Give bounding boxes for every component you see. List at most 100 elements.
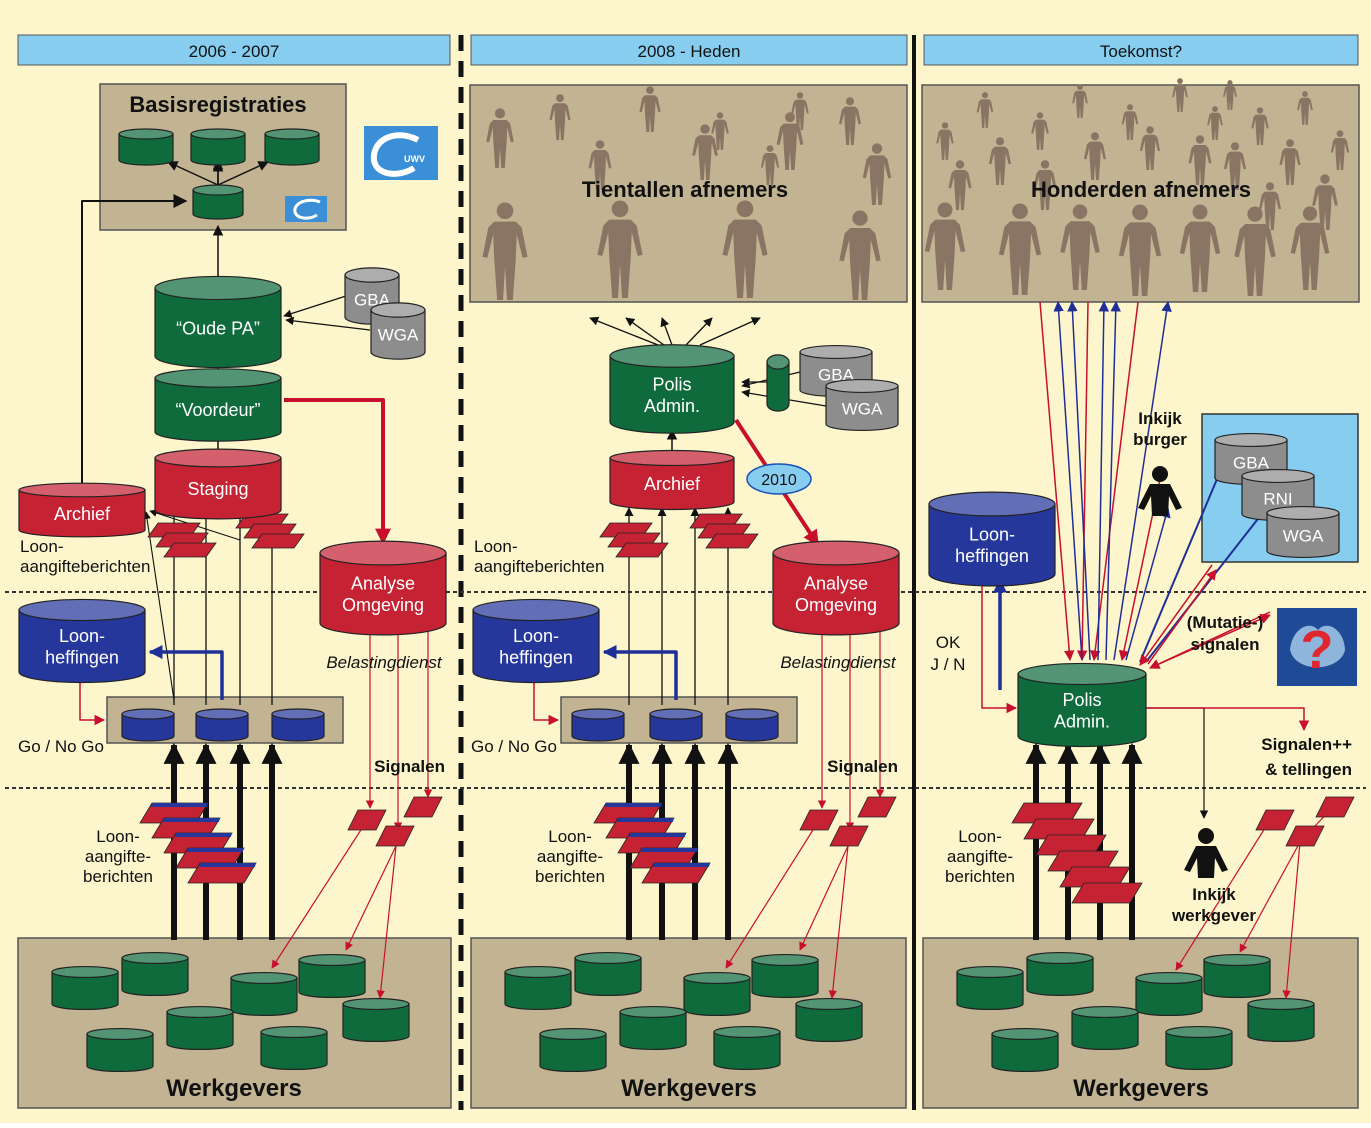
werkgever-db-2-5 [619, 1005, 687, 1051]
afnemer-col3-26-head [1265, 182, 1275, 191]
gba-db-3-label: GBA [1233, 453, 1270, 472]
archief-db-1-label: Archief [54, 504, 111, 524]
werkgever-db-2-7 [713, 1025, 781, 1071]
analyse-db-1-body [319, 552, 447, 636]
msg-top-1b-2 [251, 533, 305, 549]
afnemer-col2-0-head [494, 108, 506, 119]
archief-db-1-body [18, 489, 146, 538]
inkijk-werkgever-icon [1184, 828, 1228, 878]
werkgever-db-1-3-top [298, 953, 366, 967]
loonheffingen-db-2-top [472, 598, 600, 622]
afnemer-col2-13 [791, 92, 809, 130]
arrow-signal-emp-3c [1282, 841, 1301, 999]
voordeur-db: “Voordeur” [154, 368, 282, 442]
werkgever-db-2-6-body [539, 1033, 607, 1073]
loonheffingen-db-1-body [18, 609, 146, 684]
afnemer-col3-19-body [998, 221, 1042, 295]
afnemer-col3-8-head [1302, 91, 1308, 97]
afnemer-col3-3 [1072, 84, 1088, 118]
wga-db-2: WGA [825, 378, 899, 432]
afnemer-col2-4-body [776, 123, 804, 170]
analyse-db-1-label: Analyse [351, 574, 415, 594]
header-label-3: Toekomst? [1100, 42, 1182, 61]
mini-db-2-top [766, 354, 790, 370]
signal-msg-6 [1255, 809, 1295, 831]
afnemer-col3-27-body [1223, 86, 1237, 110]
logo-shield [1290, 625, 1345, 668]
werkgever-db-3-4-body [1247, 1003, 1315, 1043]
wga-db-3-label: WGA [1283, 526, 1324, 545]
werkgever-db-2-1-body [574, 957, 642, 997]
afnemer-col3-10 [948, 160, 972, 210]
wga-db-1-top [370, 302, 426, 318]
arrow-polis-to-werkgever-inkijk [1146, 707, 1209, 819]
oude-pa-db: “Oude PA” [154, 275, 282, 369]
afnemer-col3-2-body [1031, 119, 1049, 150]
arrow-signal-emp-2b [799, 845, 849, 951]
werkgever-db-2-1-top [574, 951, 642, 965]
afnemer-col2-4 [776, 112, 804, 170]
afnemer-col3-8 [1297, 91, 1313, 125]
werkgever-db-2-4 [795, 997, 863, 1043]
arrow-polis-to-rni-3 [1145, 505, 1269, 663]
werkgever-db-1-3-body [298, 959, 366, 999]
polis-db-2-label: Polis [652, 374, 691, 394]
gate-db-1b-top [195, 708, 249, 720]
voordeur-db-body [154, 377, 282, 442]
loonaangifte-top-1-line: Loon- [20, 537, 63, 556]
arrow-polis-to-afnemers-0 [589, 316, 659, 346]
afnemer-col3-21 [1118, 204, 1162, 296]
arrow-fan-blue-0 [1053, 300, 1083, 661]
signal-msg-2 [403, 796, 443, 818]
afnemer-col2-5-body [838, 106, 862, 145]
afnemer-col3-7 [1251, 107, 1269, 145]
afnemer-col3-20-head [1072, 204, 1088, 220]
werkgever-db-1-2 [230, 971, 298, 1017]
afnemer-col3-13 [1139, 126, 1161, 170]
inkijk-burger-icon-head [1152, 466, 1168, 482]
afnemer-col3-16-body [1279, 148, 1301, 185]
werkgever-db-2-0-top [504, 965, 572, 979]
werkgevers-label-2: Werkgevers [621, 1075, 757, 1102]
inkijk-werkgever-icon-body [1184, 846, 1228, 878]
signal-msg-1-shape [375, 825, 415, 847]
basis-db-hub [192, 184, 244, 220]
arrow-polis-to-gba-3 [1139, 471, 1221, 663]
ok-label-line: J / N [931, 655, 966, 674]
afnemer-col3-6 [1207, 106, 1223, 140]
afnemer-col2-13-head [796, 92, 804, 99]
loonaangifte-bottom-3-line: Loon- [958, 827, 1001, 846]
afnemer-col3-9-body [1330, 138, 1350, 170]
afnemer-col3-11-head [995, 137, 1005, 146]
msg-bottom-3-5 [1071, 882, 1143, 904]
werkgever-db-3-3-top [1203, 953, 1271, 967]
werkgever-db-3-0-top [956, 965, 1024, 979]
afnemer-col3-5-body [1172, 84, 1188, 112]
staging-db: Staging [154, 448, 282, 520]
afnemer-col3-20-body [1060, 221, 1100, 290]
arrow-to-loonheffingen-1 [148, 645, 224, 700]
afnemer-col2-6-body [862, 155, 892, 205]
werkgever-db-2-6 [539, 1027, 607, 1073]
wga-db-2-body [825, 385, 899, 432]
afnemer-col3-10-head [955, 160, 965, 169]
werkgever-db-1-1 [121, 951, 189, 997]
msg-top-1a-2 [163, 542, 217, 558]
arrow-polis-to-burger [1125, 506, 1171, 661]
afnemer-col3-0-body [936, 129, 954, 160]
afnemer-col2-5-head [845, 97, 855, 106]
arrow-fan-blue-1 [1067, 300, 1091, 661]
afnemer-col2-9-body [722, 219, 768, 298]
staging-db-label: Staging [187, 479, 248, 499]
werkgever-db-3-2-top [1135, 971, 1203, 985]
gate-db-1c-body [271, 713, 325, 742]
arrow-voordeur-to-analyse [284, 398, 391, 545]
msg-bottom-1-4-stripe [198, 863, 256, 867]
werkgever-db-3-7-top [1165, 1025, 1233, 1039]
afnemer-col3-11-body [988, 146, 1012, 185]
analyse-db-1-top [319, 540, 447, 566]
werkgever-db-1-5-top [166, 1005, 234, 1019]
arrow-polis-to-box-3 [1147, 569, 1217, 665]
werkgever-db-2-4-body [795, 1003, 863, 1043]
